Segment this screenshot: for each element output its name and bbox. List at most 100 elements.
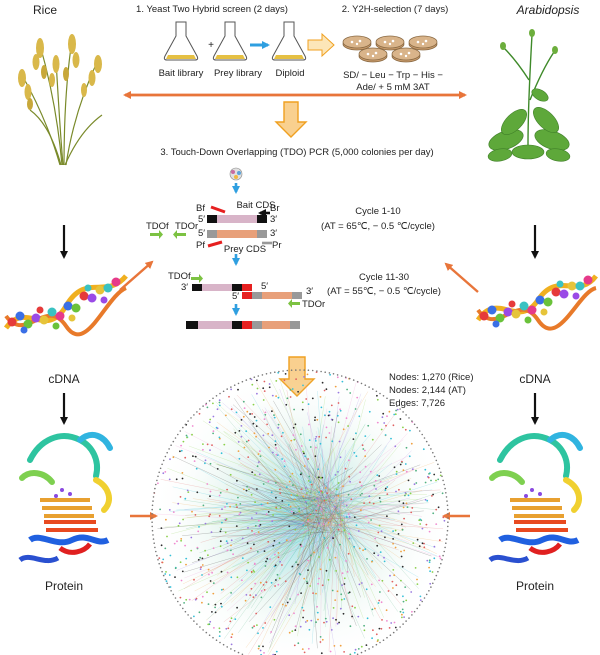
- network-node: [231, 617, 233, 619]
- network-node: [394, 466, 396, 468]
- network-node: [295, 449, 297, 451]
- network-node: [350, 498, 352, 500]
- network-node: [258, 520, 260, 522]
- network-node: [251, 384, 253, 386]
- network-boundary-node: [196, 623, 198, 625]
- network-node: [302, 451, 304, 453]
- network-node: [279, 561, 281, 563]
- network-node: [290, 506, 292, 508]
- network-node: [292, 388, 294, 390]
- network-node: [337, 471, 339, 473]
- network-boundary-node: [434, 456, 436, 458]
- network-node: [275, 380, 277, 382]
- network-node: [263, 399, 265, 401]
- network-node: [237, 497, 239, 499]
- network-node: [294, 629, 296, 631]
- network-boundary-node: [393, 403, 395, 405]
- network-node: [370, 519, 372, 521]
- network-node: [297, 564, 299, 566]
- network-node: [227, 572, 229, 574]
- network-node: [200, 568, 202, 570]
- primer-br-label: Br: [270, 203, 280, 214]
- network-node: [402, 427, 404, 429]
- network-node: [266, 424, 268, 426]
- network-node: [320, 396, 322, 398]
- network-node: [255, 436, 257, 438]
- network-node: [293, 612, 295, 614]
- network-boundary-node: [446, 534, 448, 536]
- network-node: [285, 605, 287, 607]
- network-boundary-node: [426, 441, 428, 443]
- network-node: [287, 602, 289, 604]
- network-node: [277, 427, 279, 429]
- step-3-label: 3. Touch-Down Overlapping (TDO) PCR (5,0…: [160, 147, 433, 158]
- network-node: [420, 599, 422, 601]
- network-boundary-node: [440, 472, 442, 474]
- network-node: [251, 571, 253, 573]
- network-node: [394, 445, 396, 447]
- network-node: [253, 625, 255, 627]
- network-node: [335, 619, 337, 621]
- primer-bf-label: Bf: [196, 203, 205, 214]
- network-node: [257, 465, 259, 467]
- network-boundary-node: [152, 500, 154, 502]
- network-node: [376, 395, 378, 397]
- network-node: [406, 447, 408, 449]
- network-node: [308, 476, 310, 478]
- network-node: [213, 430, 215, 432]
- network-node: [395, 584, 397, 586]
- network-node: [304, 652, 306, 654]
- network-boundary-node: [411, 420, 413, 422]
- network-node: [394, 622, 396, 624]
- network-node: [334, 599, 336, 601]
- network-node: [272, 452, 274, 454]
- network-node: [297, 594, 299, 596]
- network-node: [198, 559, 200, 561]
- network-node: [231, 408, 233, 410]
- network-node: [385, 434, 387, 436]
- network-node: [293, 409, 295, 411]
- network-node: [331, 419, 333, 421]
- network-node: [251, 413, 253, 415]
- network-node: [434, 546, 436, 548]
- network-node: [238, 441, 240, 443]
- network-node: [364, 548, 366, 550]
- network-node: [383, 422, 385, 424]
- network-node: [243, 416, 245, 418]
- network-node: [375, 488, 377, 490]
- network-node: [363, 502, 365, 504]
- network-node: [325, 499, 327, 501]
- final-fusion-product: [186, 321, 300, 329]
- network-node: [197, 531, 199, 533]
- network-node: [355, 408, 357, 410]
- network-node: [250, 548, 252, 550]
- network-node: [274, 469, 276, 471]
- network-boundary-node: [258, 375, 260, 377]
- network-boundary-node: [368, 648, 370, 650]
- network-node: [258, 648, 260, 650]
- hollow-arrow-to-selection: [308, 34, 334, 56]
- network-node: [303, 578, 305, 580]
- network-node: [289, 540, 291, 542]
- network-node: [401, 617, 403, 619]
- network-node: [327, 547, 329, 549]
- network-boundary-node: [157, 476, 159, 478]
- network-node: [264, 414, 266, 416]
- network-node: [219, 627, 221, 629]
- network-node: [205, 523, 207, 525]
- network-node: [252, 627, 254, 629]
- network-node: [271, 410, 273, 412]
- network-node: [244, 407, 246, 409]
- network-boundary-node: [175, 437, 177, 439]
- primer-bf-arrow: [211, 207, 225, 212]
- network-boundary-node: [440, 563, 442, 565]
- network-node: [212, 433, 214, 435]
- network-boundary-node: [430, 448, 432, 450]
- network-boundary-node: [163, 575, 165, 577]
- bait-library-label: Bait library: [159, 68, 204, 79]
- network-node: [338, 529, 340, 531]
- network-node: [303, 610, 305, 612]
- network-node: [182, 478, 184, 480]
- network-node: [315, 621, 317, 623]
